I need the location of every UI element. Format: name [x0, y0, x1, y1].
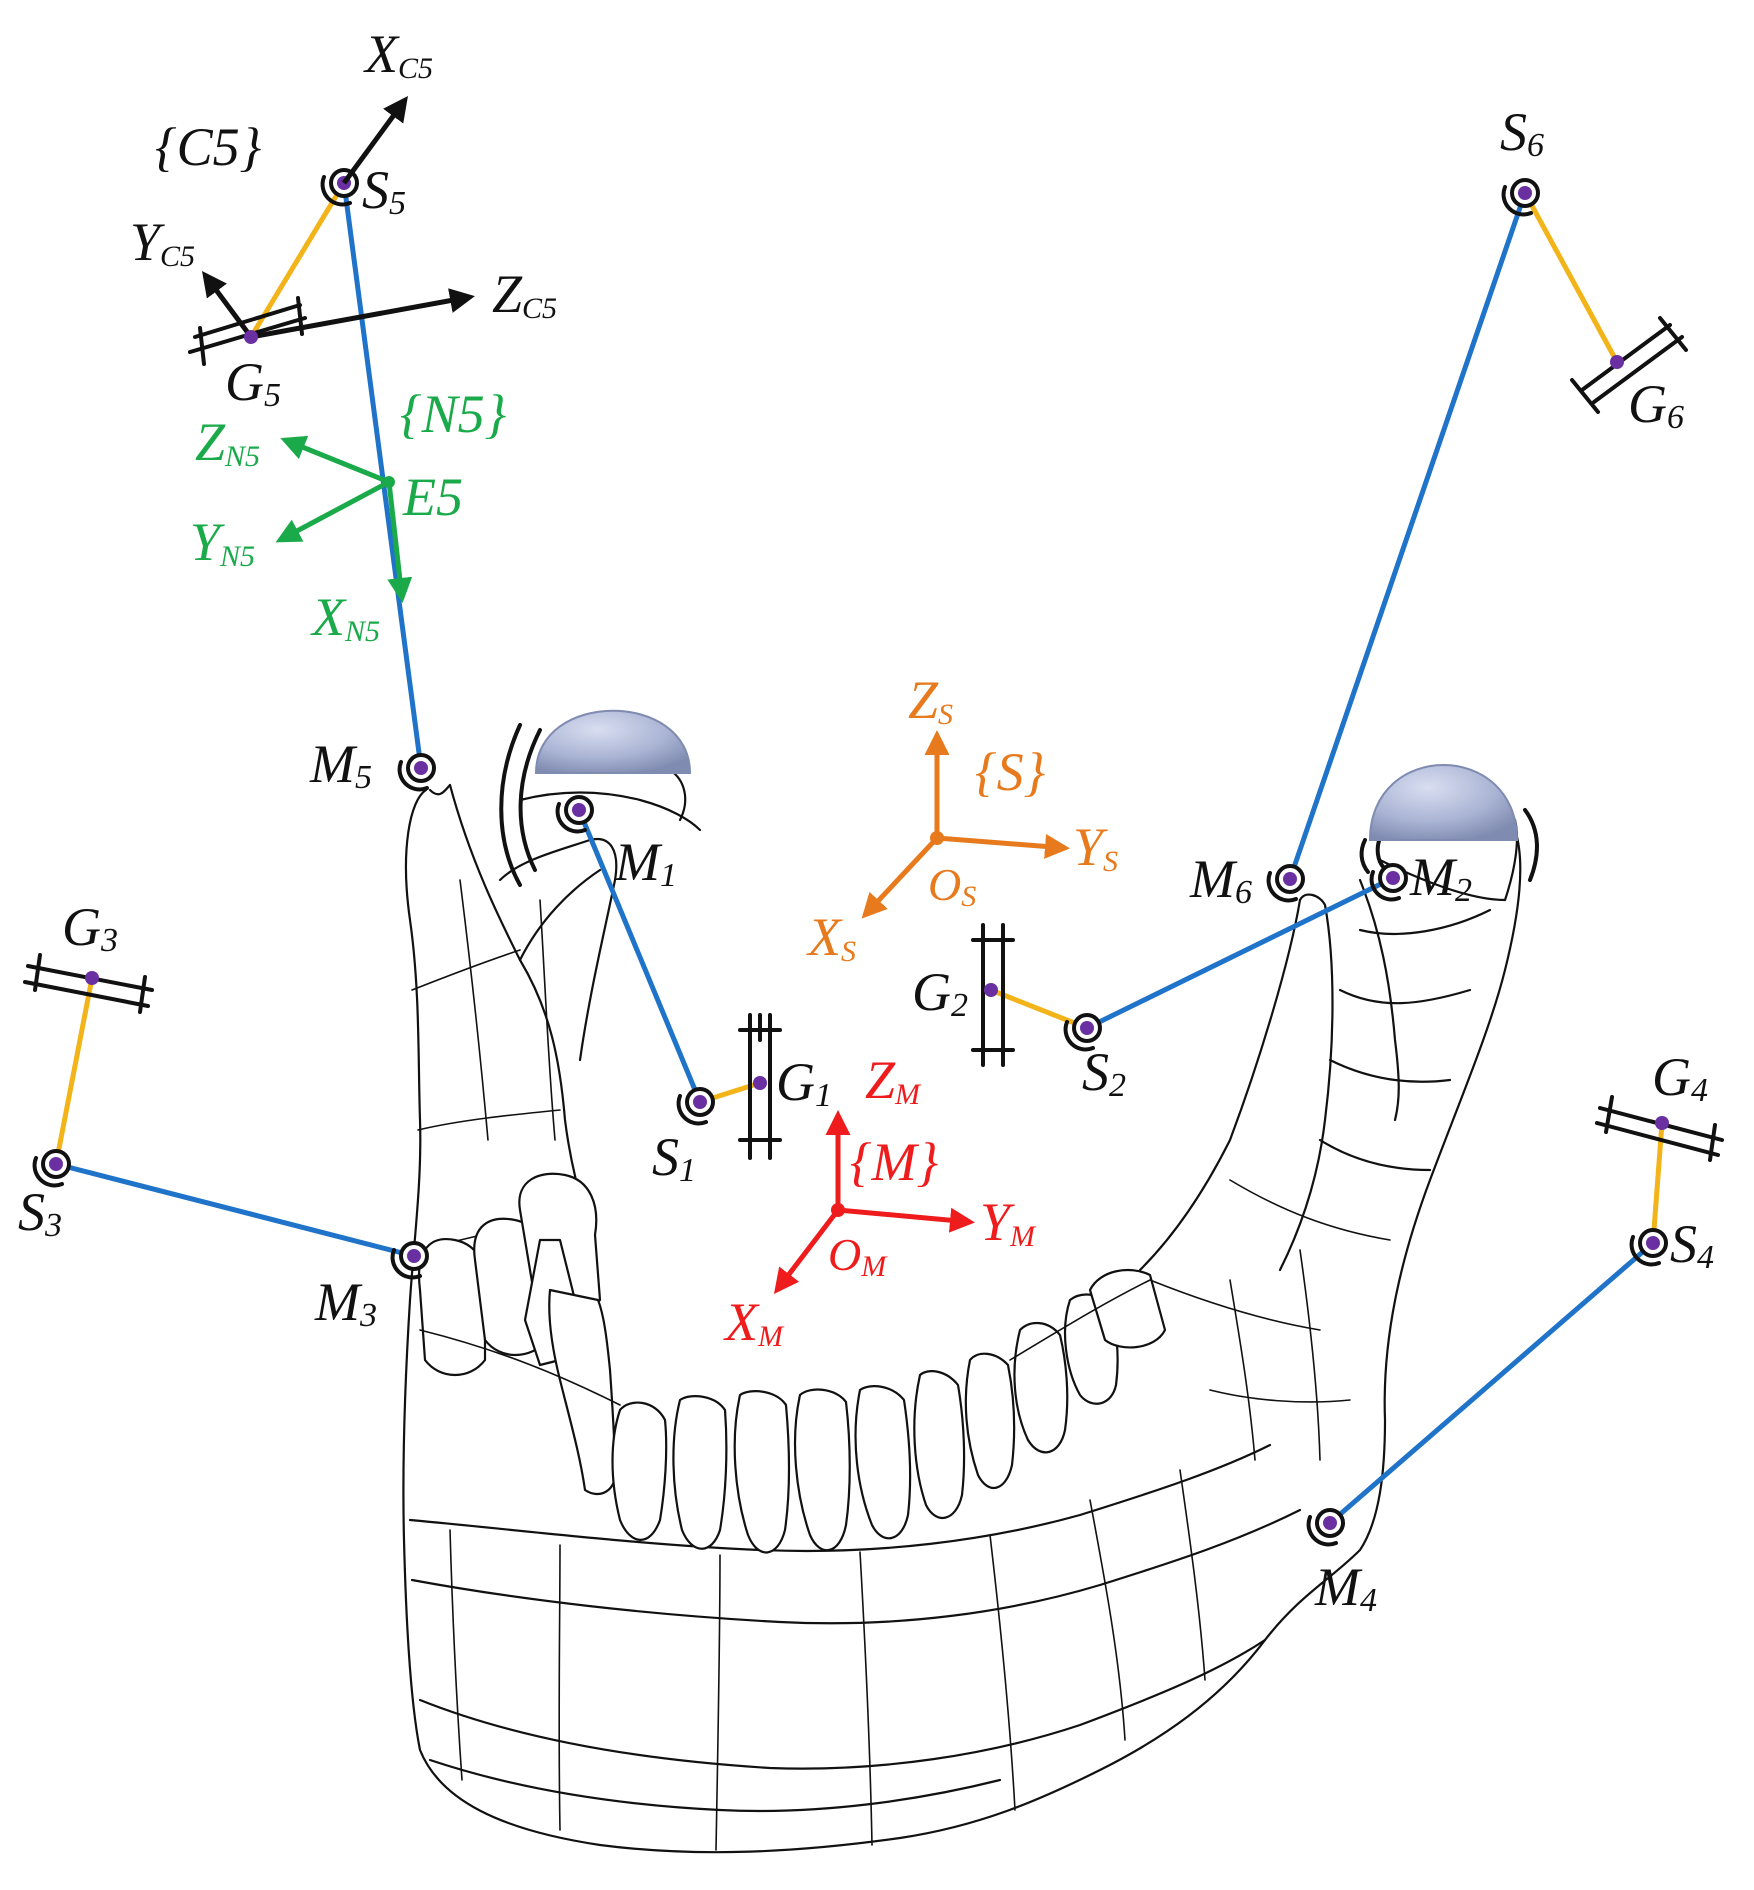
point-S3-label: S3	[18, 1182, 62, 1244]
axis-Z-N5	[280, 435, 390, 485]
point-S6-label: S6	[1500, 102, 1544, 164]
point-G3-label: G3	[62, 897, 118, 959]
axis-Z-N5-label: ZN5	[195, 412, 260, 473]
origin-OS-label: OS	[928, 859, 976, 913]
strut-3	[53, 1161, 417, 1259]
strut-5	[341, 180, 424, 771]
point-G1-label: G1	[776, 1052, 832, 1114]
axis-Y-S-label: YS	[1073, 817, 1118, 878]
crank-3	[53, 975, 95, 1167]
spherical-joint-icon	[390, 1241, 429, 1280]
condyle-dome-icon	[1368, 764, 1519, 841]
axis-X-M-label: XM	[723, 1292, 785, 1353]
axis-X-N5	[386, 481, 413, 603]
axis-Y-M-label: YM	[980, 1192, 1037, 1253]
revolute-joint-centers	[85, 330, 1669, 1130]
frame-M-name: {M}	[850, 1132, 939, 1192]
point-M3-label: M3	[314, 1272, 377, 1334]
condyle-dome-icon	[534, 709, 692, 774]
point-M1-label: M1	[614, 832, 677, 894]
axis-Z-S-label: ZS	[908, 670, 953, 731]
spherical-joint-icon	[1369, 863, 1408, 902]
point-M4-label: M4	[1314, 1557, 1377, 1619]
frame-C5	[202, 95, 475, 340]
point-G5-label: G5	[225, 352, 281, 414]
point-G4-label: G4	[1652, 1047, 1708, 1109]
axis-X-C5	[341, 95, 408, 185]
spherical-joint-icon	[1629, 1228, 1668, 1267]
axis-Z-C5	[250, 288, 475, 340]
axis-Y-M	[837, 1207, 975, 1233]
axis-Y-N5-label: YN5	[190, 512, 255, 573]
axis-Y-C5	[202, 270, 254, 339]
cranks	[53, 180, 1665, 1246]
spherical-joint-icon	[1306, 1508, 1345, 1547]
mandible-mesh-icon	[402, 723, 1539, 1854]
point-S2-label: S2	[1082, 1042, 1126, 1104]
crank-6	[1522, 190, 1620, 365]
spherical-joint-icon	[32, 1149, 71, 1188]
spherical-joint-icon	[397, 753, 436, 792]
point-M6-label: M6	[1189, 849, 1252, 911]
strut-6	[1287, 190, 1528, 882]
point-S4-label: S4	[1670, 1214, 1714, 1276]
frame-M	[773, 1110, 975, 1294]
spherical-joints	[32, 168, 1668, 1547]
axis-X-N5-label: XN5	[310, 587, 380, 648]
crank-5	[248, 180, 347, 340]
crank-2	[988, 987, 1090, 1031]
origin-OM-label: OM	[828, 1229, 888, 1283]
spherical-joint-icon	[1063, 1013, 1102, 1052]
axis-X-M	[773, 1208, 840, 1294]
strut-1	[576, 807, 703, 1105]
labels: {C5} XC5 YC5 ZC5 {N5} ZN5 YN5 XN5 E5 {S}…	[18, 24, 1714, 1619]
origin-E5-label: E5	[402, 467, 463, 527]
frame-N5-name: {N5}	[400, 384, 507, 444]
axis-Z-M-label: ZM	[865, 1050, 922, 1111]
axis-X-S	[861, 836, 939, 919]
point-G6-label: G6	[1628, 374, 1684, 436]
strut-4	[1327, 1240, 1656, 1526]
spherical-joint-icon	[676, 1087, 715, 1126]
frame-S	[861, 730, 1070, 919]
revolute-joint-icon	[23, 296, 1724, 1162]
spherical-joint-icon	[555, 795, 594, 834]
frame-N5	[275, 435, 413, 603]
point-M5-label: M5	[309, 734, 372, 796]
spherical-joint-icon	[1501, 178, 1540, 217]
spherical-joint-icon	[1266, 864, 1305, 903]
axis-X-C5-label: XC5	[363, 24, 433, 85]
teeth-row	[417, 1172, 1167, 1554]
axis-Y-S	[936, 833, 1070, 859]
frame-S-name: {S}	[975, 742, 1046, 802]
axis-X-S-label: XS	[806, 907, 856, 968]
point-M2-label: M2	[1409, 847, 1472, 909]
crank-4	[1650, 1120, 1665, 1246]
axis-Y-N5	[275, 479, 391, 543]
point-S5-label: S5	[362, 160, 406, 222]
point-G2-label: G2	[912, 962, 968, 1024]
frame-C5-name: {C5}	[155, 117, 262, 177]
struts	[53, 180, 1656, 1526]
axis-Z-C5-label: ZC5	[492, 264, 557, 325]
point-S1-label: S1	[652, 1127, 696, 1189]
strut-2	[1084, 875, 1396, 1031]
axis-Y-C5-label: YC5	[130, 212, 195, 273]
